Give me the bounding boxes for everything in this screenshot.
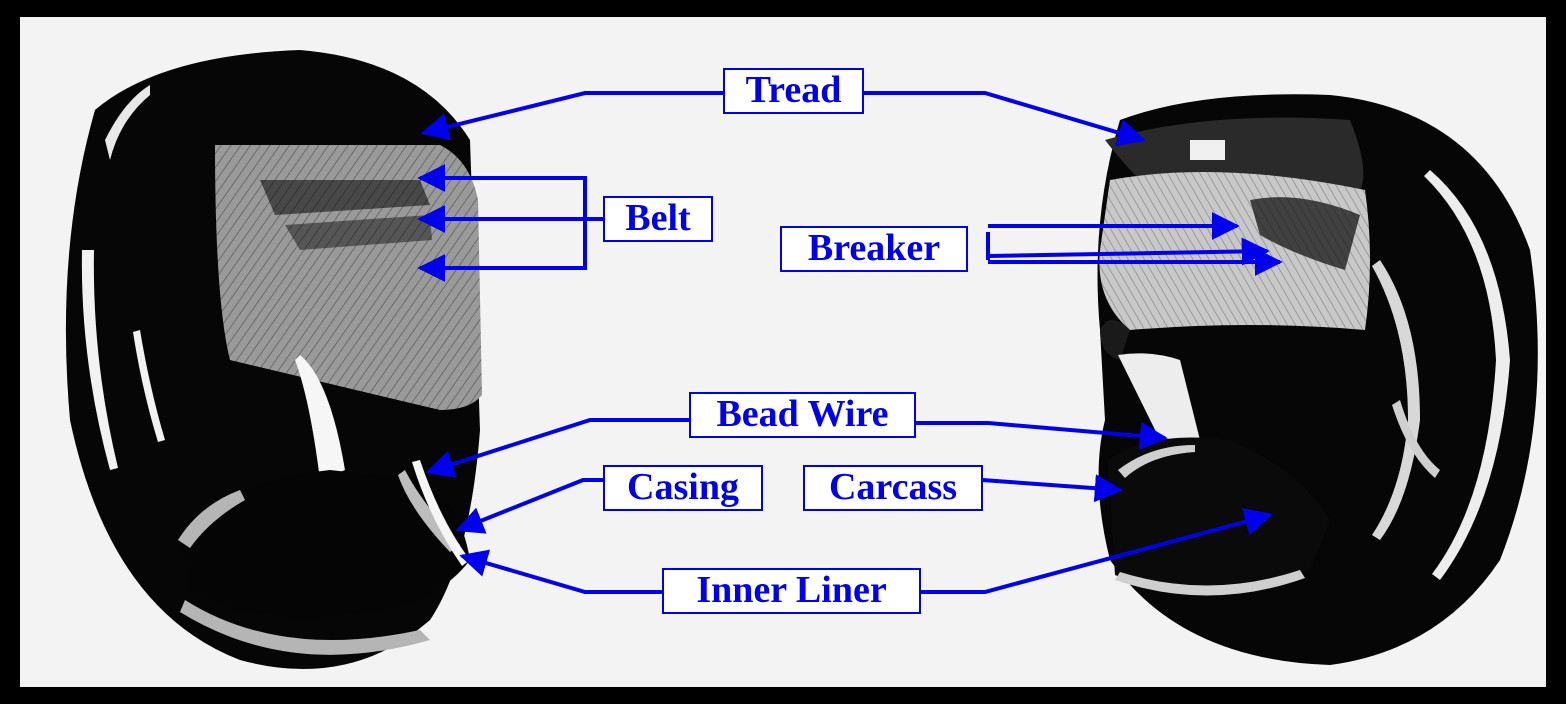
breaker-leader-2 <box>987 237 1270 266</box>
bead-wire-leader-left <box>425 418 689 478</box>
casing-label: Casing <box>603 465 763 511</box>
belt-label: Belt <box>603 196 713 242</box>
carcass-label: Carcass <box>803 465 983 511</box>
tread-leader-right <box>864 91 1146 147</box>
inner-liner-leader-left <box>459 549 662 594</box>
casing-leader <box>455 478 603 534</box>
carcass-leader <box>981 474 1123 503</box>
bead-wire-leader-right <box>916 421 1168 450</box>
right-tire-illustration <box>1097 94 1538 666</box>
tread-leader-left <box>420 91 723 141</box>
inner-liner-label: Inner Liner <box>662 568 921 614</box>
inner-liner-leader-right <box>921 508 1273 594</box>
breaker-label: Breaker <box>780 226 968 272</box>
leader-lines <box>417 91 1283 594</box>
bead-wire-label: Bead Wire <box>689 392 916 438</box>
left-tire-illustration <box>65 50 482 669</box>
tread-label: Tread <box>723 68 864 114</box>
